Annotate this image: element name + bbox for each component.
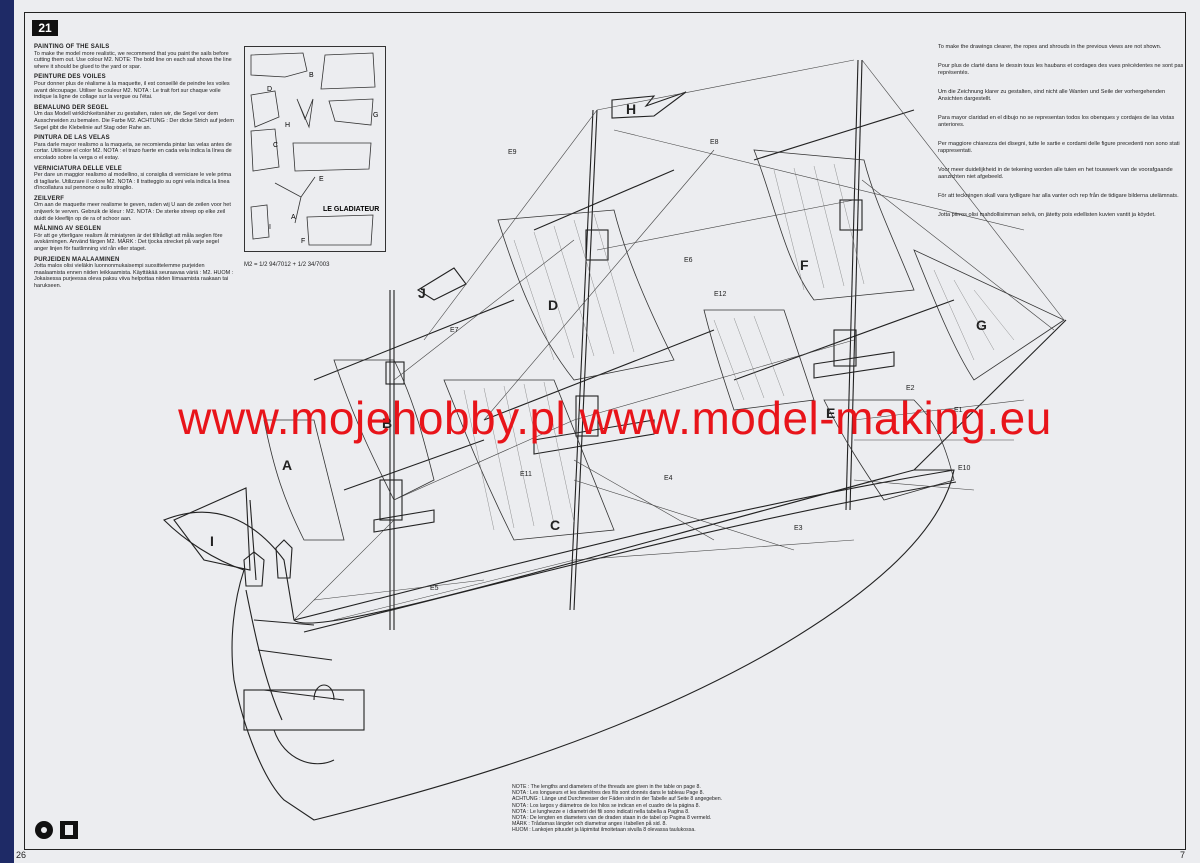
ship-rigging-diagram: A B C D E F G H I J E1 E2 E3 E4 E5 E6 E7… [163,59,1067,821]
drawing-clarity-notes: To make the drawings clearer, the ropes … [938,44,1190,231]
note-it: Per maggiore chiarezza dei disegni, tutt… [938,141,1180,154]
note-en: To make the drawings clearer, the ropes … [938,44,1162,50]
sail-label-c: C [550,517,560,533]
note-es: Para mayor claridad en el dibujo no se r… [938,115,1175,128]
page-number-left: 26 [16,850,27,860]
section-title: PINTURA DE LAS VELAS [34,135,110,142]
ship-name: LE GLADIATEUR [323,206,379,213]
section-text: Jotta malos olisi vieläkin luonnonmukais… [34,263,234,289]
rope-label: E4 [664,475,673,482]
section-title: BEMALUNG DER SEGEL [34,104,109,111]
piece-label: D [267,86,272,93]
sail-label-a: A [282,457,292,473]
sheet-number-badge: 21 [32,20,58,36]
sail-label-e: E [826,405,835,421]
section-title: PEINTURE DES VOILES [34,74,106,81]
section-text: To make the model more realistic, we rec… [34,50,232,70]
sheet-frame [24,12,1186,850]
tool-icons [34,818,84,847]
rope-label: E12 [714,291,727,298]
sail-label-f: F [800,257,809,273]
watermark-text: www.mojehobby.pl www.model-making.eu [178,392,1052,444]
sail-label-b: B [382,415,392,431]
piece-label: E [319,176,324,183]
sail-pieces-drawing: B D H G C E A I F LE GLADIATEUR [250,52,379,246]
piece-label: B [309,72,314,79]
section-title: VERNICIATURA DELLE VELE [34,165,122,172]
note-de: Um die Zeichnung klarer zu gestalten, si… [938,89,1166,102]
piece-label: A [291,214,296,221]
sail-label-g: G [976,317,987,333]
rope-label: E3 [794,525,803,532]
thread-note-es: NOTA : Los largos y diámetros de los hil… [512,802,700,809]
section-text: Pour donner plus de réalisme à la maquet… [34,80,230,101]
sail-label-d: D [548,297,558,313]
thread-note-sv: MÄRK : Trådarnas längder och diametrar a… [512,821,667,828]
section-title: PAINTING OF THE SAILS [34,44,110,50]
thread-note-en: NOTE : The lengths and diameters of the … [512,784,701,790]
section-text: Para darle mayor realismo a la maqueta, … [34,141,232,161]
section-text: Per dare un maggior realismo al modellin… [34,172,232,192]
sail-label-j: J [418,285,426,301]
sail-label-h: H [626,101,636,117]
page-number-right: 7 [1180,850,1186,860]
thread-note-de: ACHTUNG : Länge und Durchmesser der Fäde… [512,796,723,803]
thread-note-fr: NOTA : Les longueurs et les diamètres de… [512,790,704,797]
thread-note-nl: NOTA : De lengten en diameters van de dr… [512,815,712,822]
rope-label: E11 [520,471,532,478]
thread-note-it: NOTA : Le lunghezze e i diametri dei fil… [512,808,690,815]
rope-label: E8 [710,139,719,146]
section-text: Om aan de maquette meer realisme te geve… [34,202,231,222]
piece-label: C [273,142,278,149]
section-text: För att ge ytterligare realism åt miniat… [34,232,223,253]
rope-label: E10 [958,465,971,472]
rope-label: E2 [906,385,915,392]
sail-pieces-panel: B D H G C E A I F LE GLADIATEUR [244,46,386,252]
thread-note-fi: HUOM : Lankojen pituudet ja läpimitat il… [512,827,696,834]
piece-label: F [301,238,305,245]
thread-notes: NOTE : The lengths and diameters of the … [512,784,812,834]
note-fi: Jotta piirros olisi mahdollisimman selvä… [938,212,1156,218]
section-title: ZEILVERF [34,195,65,202]
rope-label: E7 [450,327,459,334]
section-text: Um das Modell wirklichkeitsnäher zu gest… [34,111,234,131]
rope-label: E9 [508,149,517,156]
section-title: MÅLNING AV SEGLEN [34,226,102,233]
piece-label: H [285,122,290,129]
note-sv: För att teckningen skall vara tydligare … [938,193,1179,199]
section-title: PURJEIDEN MAALAAMINEN [34,256,120,263]
rope-label: E5 [430,585,439,592]
rope-label: E6 [684,257,693,264]
sail-label-i: I [210,533,214,549]
rope-label: E1 [954,407,963,414]
piece-label: I [269,224,271,231]
note-nl: Voor meer duidelijkheid in de tekening w… [938,167,1173,180]
color-formula: M2 = 1/2 94/7012 + 1/2 34/7003 [244,262,330,268]
note-fr: Pour plus de clarté dans le dessin tous … [938,63,1184,76]
piece-label: G [373,112,378,119]
